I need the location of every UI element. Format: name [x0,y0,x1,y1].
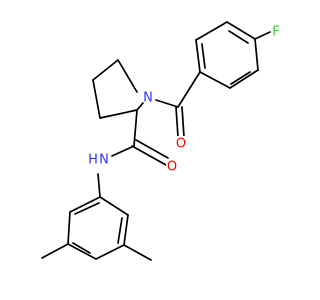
bond [136,102,144,111]
bond [228,30,249,44]
bond [95,244,125,260]
atom-symbol: O [167,160,177,175]
bond [254,38,259,71]
bond [67,243,97,260]
pyrrolidine-nitrogen-label: N [143,91,153,106]
bond [67,211,71,245]
bond [72,242,91,254]
bond [117,217,123,244]
label-background [175,136,187,150]
bond [195,39,201,73]
bond [254,31,271,40]
bond [230,71,251,85]
bond [41,243,69,259]
bond [226,21,256,40]
bond [92,79,101,119]
bond [97,173,101,198]
bond [177,71,201,108]
bond [175,106,179,138]
atom-symbol: N [143,91,153,106]
label-background [166,160,178,174]
bond [199,71,231,89]
bond [117,59,138,93]
bond [181,106,185,138]
atom-symbol: O [176,137,186,152]
bond [69,196,101,213]
atom-symbol: H [88,153,98,168]
fluorine-atom-label: F [272,25,279,40]
molecule-structure-diagram: F N O O N H [41,21,280,261]
bond [135,139,169,159]
atom-labels: F N O O N H [88,25,280,175]
ketone-oxygen-label: O [175,136,187,152]
bond [131,145,167,166]
amide-oxygen-label: O [166,160,178,175]
bond-skeleton [41,21,271,261]
bond [99,109,138,119]
atom-symbol: N [99,153,109,168]
amide-nitrogen-label: N H [88,153,109,168]
bond [92,59,119,81]
bond [133,109,138,147]
bond [229,69,259,89]
bond [195,21,228,41]
bond [201,43,206,69]
atom-symbol: F [272,25,279,40]
bond [123,214,129,246]
bond [99,196,129,216]
bond [111,145,135,157]
bond [74,202,100,215]
bond [155,99,179,108]
bond [123,244,152,261]
